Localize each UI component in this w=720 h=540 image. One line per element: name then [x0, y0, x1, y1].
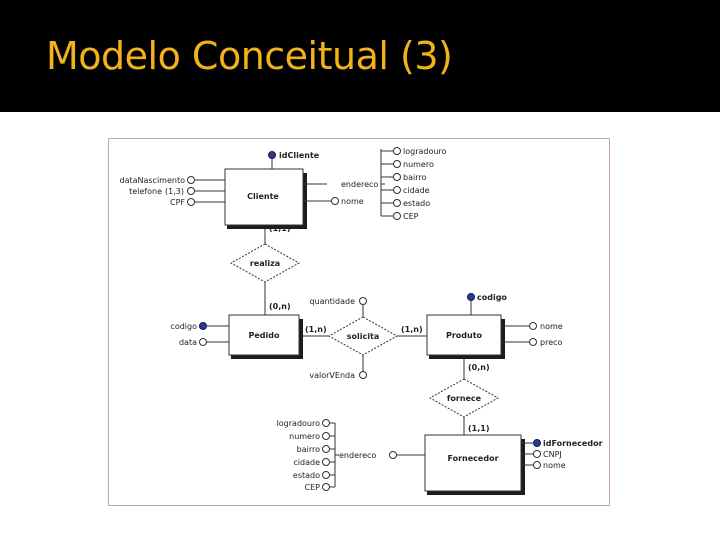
entity-fornecedor-label: Fornecedor — [447, 454, 498, 463]
attr-forn-estado: estado — [293, 471, 320, 480]
entity-pedido-label: Pedido — [249, 331, 280, 340]
attr-valor-venda: valorVEnda — [309, 371, 355, 380]
entity-cliente-label: Cliente — [247, 192, 279, 201]
key-attribute-marker — [268, 151, 276, 159]
attr-fornecedor-nome: nome — [543, 461, 566, 470]
entity-fornecedor: Fornecedor — [424, 434, 525, 495]
attr-cep: CEP — [403, 212, 419, 221]
attr-produto-codigo: codigo — [477, 293, 507, 302]
attr-pedido-data: data — [179, 338, 197, 347]
relationship-fornece-label: fornece — [447, 394, 482, 403]
attr-endereco: endereco — [341, 180, 378, 189]
attr-cnpj: CNPJ — [543, 450, 562, 459]
attr-cpf: CPF — [170, 198, 185, 207]
attr-telefone: telefone — [129, 187, 162, 196]
entity-produto: Produto — [426, 314, 505, 359]
relationship-realiza-label: realiza — [250, 259, 280, 268]
attr-id-fornecedor: idFornecedor — [543, 439, 603, 448]
cardinality-produto-solicita: (1,n) — [401, 325, 423, 334]
attr-forn-cep: CEP — [305, 483, 321, 492]
attr-fornecedor-endereco: endereco — [339, 451, 376, 460]
attr-forn-bairro: bairro — [297, 445, 320, 454]
key-attribute-marker — [533, 439, 541, 447]
attr-produto-preco: preco — [540, 338, 563, 347]
cardinality-cliente-realiza: (1,1) — [269, 224, 290, 233]
key-attribute-marker — [199, 322, 207, 330]
attr-data-nascimento: dataNascimento — [119, 176, 185, 185]
cardinality-produto-fornece: (0,n) — [468, 363, 490, 372]
attr-quantidade: quantidade — [310, 297, 356, 306]
attr-forn-numero: numero — [289, 432, 320, 441]
attr-nome: nome — [341, 197, 364, 206]
entity-produto-label: Produto — [446, 331, 483, 340]
attr-numero: numero — [403, 160, 434, 169]
relationship-solicita-label: solicita — [347, 332, 379, 341]
slide-title: Modelo Conceitual (3) — [46, 34, 453, 78]
cardinality-pedido-realiza: (0,n) — [269, 302, 291, 311]
cardinality-telefone: (1,3) — [165, 187, 184, 196]
attr-forn-cidade: cidade — [293, 458, 320, 467]
entity-pedido: Pedido — [228, 314, 303, 359]
attr-forn-logradouro: logradouro — [277, 419, 321, 428]
attr-estado: estado — [403, 199, 430, 208]
attr-id-cliente: idCliente — [279, 151, 320, 160]
er-diagram: Cliente idCliente dataNascimento telefon… — [108, 138, 610, 506]
attr-pedido-codigo: codigo — [170, 322, 197, 331]
attr-cidade: cidade — [403, 186, 430, 195]
title-bar: Modelo Conceitual (3) — [0, 0, 720, 112]
cardinality-fornecedor-fornece: (1,1) — [468, 424, 489, 433]
attr-produto-nome: nome — [540, 322, 563, 331]
attr-bairro: bairro — [403, 173, 426, 182]
attr-logradouro: logradouro — [403, 147, 447, 156]
cardinality-pedido-solicita: (1,n) — [305, 325, 327, 334]
entity-cliente: Cliente — [224, 168, 307, 229]
er-diagram-canvas: Cliente idCliente dataNascimento telefon… — [119, 147, 603, 495]
key-attribute-marker — [467, 293, 475, 301]
